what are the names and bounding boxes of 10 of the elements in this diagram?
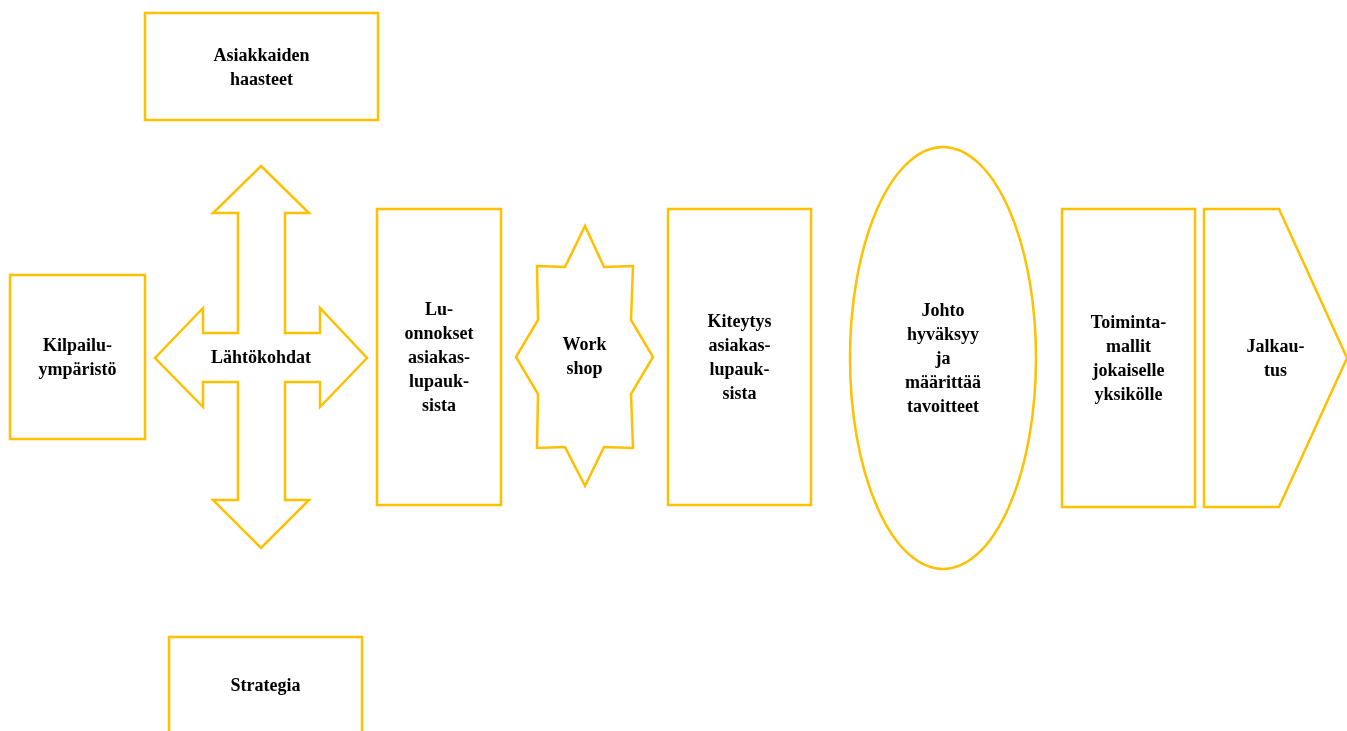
node-label: Toiminta- mallit jokaiselle yksikölle: [1090, 311, 1167, 406]
node-label: Strategia: [230, 674, 301, 697]
node-label: Johto hyväksyy ja määrittää tavoitteet: [905, 299, 981, 418]
node-label: Kiteytys asiakas- lupauk- sista: [707, 310, 772, 405]
node-label: Asiakkaiden haasteet: [213, 43, 310, 91]
node-label: Jalkau- tus: [1246, 335, 1305, 382]
node-label: Lu- onnokset asiakas- lupauk- sista: [404, 298, 474, 417]
node-label: Work shop: [562, 333, 607, 380]
node-label: Kilpailu- ympäristö: [38, 334, 117, 381]
node-label: Lähtökohdat: [211, 346, 311, 369]
